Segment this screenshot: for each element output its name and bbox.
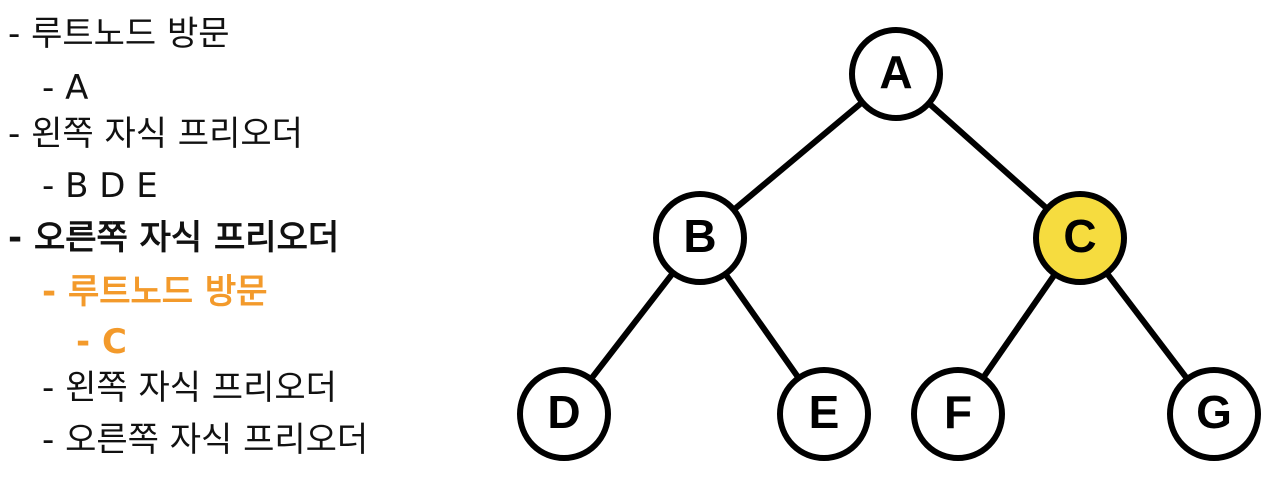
node-g: G bbox=[1167, 367, 1261, 461]
node-label: D bbox=[547, 386, 580, 438]
step-2: - A bbox=[42, 68, 89, 108]
node-circle bbox=[517, 367, 611, 461]
step-4: - B D E bbox=[42, 166, 158, 206]
node-circle bbox=[911, 367, 1005, 461]
node-d: D bbox=[517, 367, 611, 461]
step-3: - 왼쪽 자식 프리오더 bbox=[8, 114, 303, 154]
step-8: - 왼쪽 자식 프리오더 bbox=[42, 368, 337, 408]
node-b: B bbox=[653, 191, 747, 285]
tree-nodes: A B C D E F G bbox=[517, 27, 1261, 461]
node-e: E bbox=[777, 367, 871, 461]
step-7: - C bbox=[76, 322, 127, 362]
node-circle bbox=[849, 27, 943, 121]
node-label: G bbox=[1196, 386, 1232, 438]
node-circle bbox=[1167, 367, 1261, 461]
node-label: E bbox=[809, 386, 840, 438]
node-f: F bbox=[911, 367, 1005, 461]
step-9: - 오른쪽 자식 프리오더 bbox=[42, 420, 369, 460]
node-label: A bbox=[879, 46, 912, 98]
step-1: - 루트노드 방문 bbox=[8, 14, 230, 54]
node-a: A bbox=[849, 27, 943, 121]
node-label: C bbox=[1063, 210, 1096, 262]
node-label: B bbox=[683, 210, 716, 262]
step-6: - 루트노드 방문 bbox=[42, 272, 268, 312]
node-circle bbox=[653, 191, 747, 285]
node-circle bbox=[777, 367, 871, 461]
step-5: - 오른쪽 자식 프리오더 bbox=[8, 218, 340, 258]
node-c: C bbox=[1033, 191, 1127, 285]
node-label: F bbox=[944, 386, 972, 438]
node-circle bbox=[1033, 191, 1127, 285]
preorder-steps: - 루트노드 방문 - A - 왼쪽 자식 프리오더 - B D E - 오른쪽… bbox=[0, 0, 480, 480]
